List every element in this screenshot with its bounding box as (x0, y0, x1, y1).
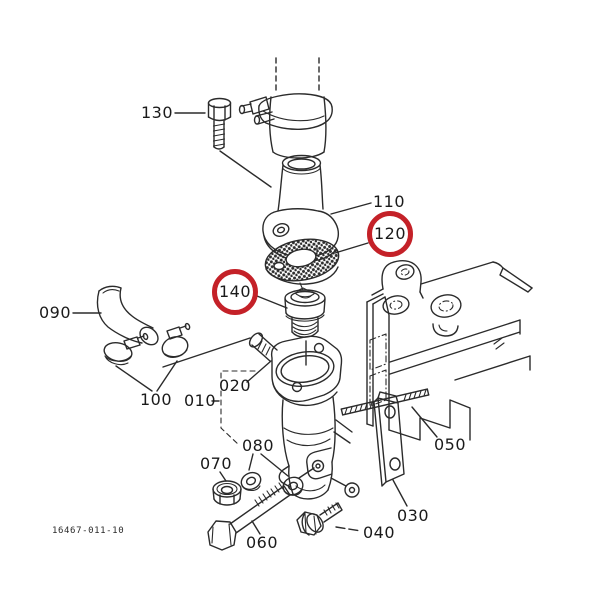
callout-030[interactable]: 030 (396, 506, 430, 525)
callout-100[interactable]: 100 (139, 390, 173, 409)
bracket-plate-drawing (373, 391, 405, 487)
callout-070[interactable]: 070 (199, 454, 233, 473)
washers-drawing (240, 471, 304, 496)
bypass-hose-drawing (96, 285, 159, 346)
leader-lines (72, 112, 438, 535)
thermostat-drawing (284, 287, 326, 338)
callout-020[interactable]: 020 (218, 376, 252, 395)
callout-130[interactable]: 130 (140, 103, 174, 122)
callout-080[interactable]: 080 (241, 436, 275, 455)
long-bolt-drawing (207, 482, 291, 551)
nut-drawing (212, 480, 242, 506)
callout-040[interactable]: 040 (362, 523, 396, 542)
hose-clamps-drawing (103, 322, 191, 366)
thermostat-housing-drawing (248, 332, 360, 500)
figure-code: 16467-011-10 (52, 526, 125, 536)
stud-bolt-drawing (340, 388, 430, 416)
callout-110[interactable]: 110 (372, 192, 406, 211)
callout-050[interactable]: 050 (433, 435, 467, 454)
callout-090[interactable]: 090 (38, 303, 72, 322)
bolt-130-drawing (207, 97, 232, 150)
engine-block-drawing (366, 260, 533, 441)
callout-060[interactable]: 060 (245, 533, 279, 552)
upper-hose-clamp-drawing (238, 57, 333, 159)
assembly-group-box (220, 370, 256, 446)
callout-010[interactable]: 010 (183, 391, 217, 410)
flange-bolt-drawing (296, 502, 343, 536)
callout-140-highlighted[interactable]: 140 (212, 269, 258, 315)
gasket-drawing (264, 238, 340, 291)
callout-120-highlighted[interactable]: 120 (367, 211, 413, 257)
